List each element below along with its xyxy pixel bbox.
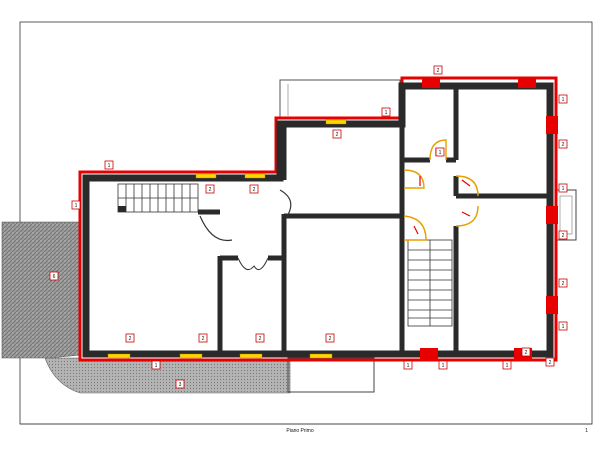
element-tag-box	[125, 333, 135, 343]
element-tag-label: 2	[562, 281, 565, 287]
element-tag-t-bot-1b: 1	[403, 360, 413, 370]
element-tag-t-right-2b: 2	[558, 230, 568, 240]
element-tag-label: 3	[179, 382, 182, 388]
element-tag-t-path-3: 3	[175, 379, 185, 389]
element-tag-t-bot-2b: 2	[198, 333, 208, 343]
element-tag-box	[205, 184, 215, 194]
corridor-door-arc	[237, 257, 269, 271]
element-tag-label: 1	[108, 163, 111, 169]
right-balcony-inner	[559, 195, 573, 235]
element-tag-box	[438, 360, 448, 370]
element-tag-box	[558, 321, 568, 331]
element-tag-t-right-2a: 2	[558, 139, 568, 149]
element-tag-box	[558, 230, 568, 240]
element-tag-label: 2	[129, 336, 132, 342]
element-tag-label: 2	[209, 187, 212, 193]
element-tag-box	[175, 379, 185, 389]
stair-post	[118, 206, 126, 212]
element-tag-label: 1	[407, 363, 410, 369]
element-tag-t-right-1c: 1	[558, 321, 568, 331]
element-tag-t-terrace-6: 6	[49, 271, 59, 281]
element-tag-label: 2	[562, 233, 565, 239]
element-tag-t-bot-2e: 2	[521, 347, 531, 357]
drawing-title: Piano Primo	[286, 428, 313, 434]
element-tag-box	[558, 139, 568, 149]
element-tag-label: 2	[437, 68, 440, 74]
element-tag-label: 1	[442, 363, 445, 369]
element-tag-box	[435, 147, 445, 157]
element-tag-label: 1	[75, 203, 78, 209]
element-tag-t-bot-2a: 2	[125, 333, 135, 343]
element-tag-box	[325, 333, 335, 343]
element-tag-t-right-2d: 2	[545, 357, 555, 367]
terrace-hatched-area	[1, 221, 81, 359]
element-tag-t-top-2: 2	[433, 65, 443, 75]
element-tag-label: 1	[439, 150, 442, 156]
element-tag-label: 2	[202, 336, 205, 342]
element-tag-label: 1	[385, 110, 388, 116]
element-tag-t-mid-1: 1	[104, 160, 114, 170]
element-tag-label: 2	[259, 336, 262, 342]
element-tag-t-bot-1e: 1	[435, 147, 445, 157]
window-strips	[107, 119, 347, 359]
element-tag-t-bot-1c: 1	[438, 360, 448, 370]
walkway-dotted-area	[44, 357, 291, 394]
element-tag-box	[71, 200, 81, 210]
element-tag-label: 2	[549, 360, 552, 366]
element-tag-box	[403, 360, 413, 370]
element-tag-t-corr-2a: 2	[205, 184, 215, 194]
element-tag-t-right-1b: 1	[558, 183, 568, 193]
element-tag-t-top-1: 1	[381, 107, 391, 117]
red-boundary-outline	[78, 76, 558, 362]
element-tag-box	[558, 278, 568, 288]
element-tag-label: 2	[562, 142, 565, 148]
element-tag-box	[558, 94, 568, 104]
element-tag-box	[151, 360, 161, 370]
element-tag-label: 2	[329, 336, 332, 342]
element-tag-t-corr-2b: 2	[249, 184, 259, 194]
page-marker: 1	[585, 428, 588, 434]
element-tag-box	[255, 333, 265, 343]
element-tag-t-right-2c: 2	[558, 278, 568, 288]
element-tag-t-bot-1a: 1	[151, 360, 161, 370]
element-tag-box	[198, 333, 208, 343]
element-tag-label: 6	[53, 274, 56, 280]
element-tag-t-bot-2d: 2	[325, 333, 335, 343]
element-tag-box	[332, 129, 342, 139]
element-tag-box	[249, 184, 259, 194]
entrance-step-outline	[287, 357, 375, 393]
element-tag-label: 2	[253, 187, 256, 193]
element-tag-box	[381, 107, 391, 117]
element-tag-label: 1	[506, 363, 509, 369]
element-tag-label: 2	[336, 132, 339, 138]
element-tag-t-right-1a: 1	[558, 94, 568, 104]
element-tag-label: 2	[525, 350, 528, 356]
element-tag-box	[521, 347, 531, 357]
element-tag-t-upper-2: 2	[332, 129, 342, 139]
element-tag-t-bot-2c: 2	[255, 333, 265, 343]
element-tag-box	[49, 271, 59, 281]
staircase-right	[407, 239, 453, 327]
element-tag-label: 1	[562, 324, 565, 330]
vestibule-curve-left	[199, 215, 233, 242]
element-tag-box	[502, 360, 512, 370]
element-tag-label: 1	[155, 363, 158, 369]
element-tag-t-left-1: 1	[71, 200, 81, 210]
interior-walls	[198, 86, 550, 354]
element-tag-label: 1	[562, 186, 565, 192]
element-tag-box	[104, 160, 114, 170]
element-tag-label: 1	[562, 97, 565, 103]
element-tag-box	[433, 65, 443, 75]
element-tag-t-bot-1d: 1	[502, 360, 512, 370]
element-tag-box	[545, 357, 555, 367]
building-walls	[82, 82, 554, 358]
vestibule-curve-right	[279, 189, 292, 219]
door-swings	[403, 139, 479, 241]
red-window-markers	[420, 78, 558, 360]
staircase-upper-left	[117, 183, 199, 213]
element-tag-box	[558, 183, 568, 193]
